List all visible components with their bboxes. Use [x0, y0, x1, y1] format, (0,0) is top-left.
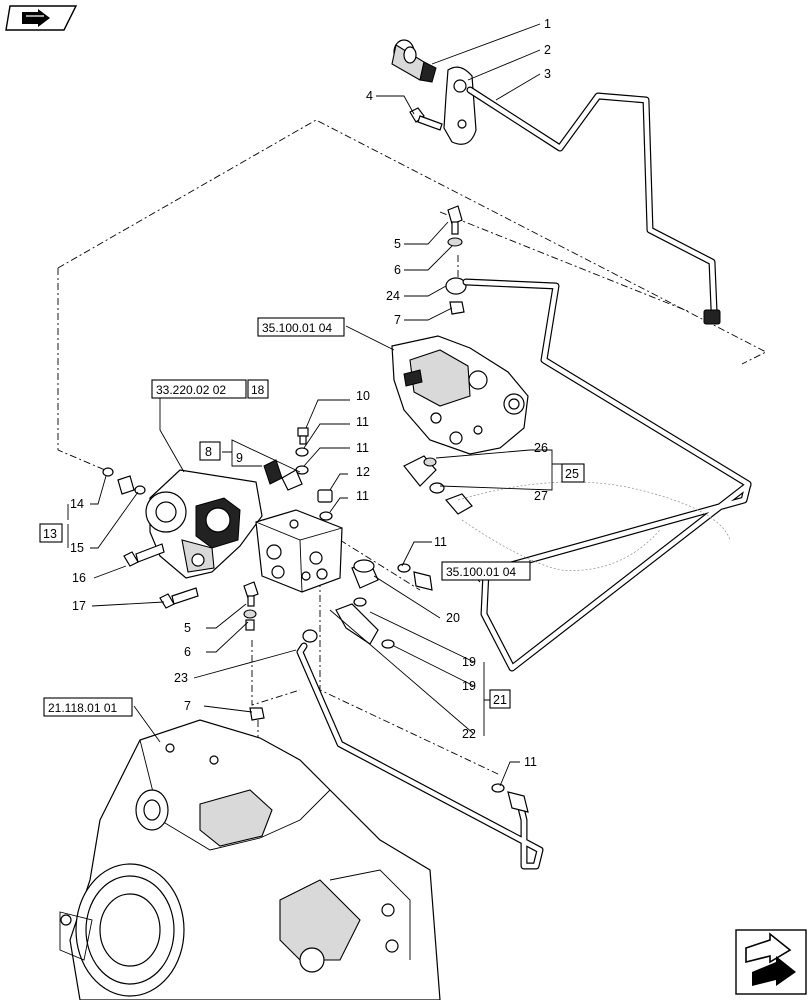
- callout-7: 7: [394, 313, 401, 327]
- valve-block: [255, 509, 343, 593]
- callout-7b: 7: [184, 699, 191, 713]
- callout-9: 9: [236, 451, 243, 465]
- callout-24: 24: [386, 289, 400, 303]
- hose-ghost: [457, 481, 731, 571]
- callout-10: 10: [356, 389, 370, 403]
- callout-27: 27: [534, 489, 548, 503]
- callout-6: 6: [394, 263, 401, 277]
- callout-11e: 11: [524, 755, 537, 769]
- callout-11d: 11: [434, 535, 447, 549]
- navigation-arrows-icon[interactable]: [735, 929, 807, 995]
- plug-part-10: [297, 427, 309, 445]
- fittings-part-14-15: [102, 467, 146, 495]
- banjo-fitting-part-24: [445, 277, 752, 672]
- elbow-fitting-part: [403, 455, 473, 515]
- svg-text:21.118.01 01: 21.118.01 01: [48, 701, 118, 715]
- tee-fitting-part-22: [335, 597, 395, 649]
- ref-box-valve-top[interactable]: 35.100.01 04: [257, 317, 345, 337]
- callout-14: 14: [70, 497, 84, 511]
- plug-part-12: [317, 489, 333, 521]
- callout-12: 12: [356, 465, 370, 479]
- group-box-13: 13: [39, 523, 63, 543]
- callout-17: 17: [72, 599, 86, 613]
- svg-text:35.100.01 04: 35.100.01 04: [262, 321, 332, 335]
- svg-text:35.100.01 04: 35.100.01 04: [446, 565, 516, 579]
- callout-labels: 1 2 3 4 5 6 24 7 10 11 11 26 9 12 11 14 …: [70, 17, 551, 769]
- ref-box-valve-mid[interactable]: 35.100.01 04: [441, 561, 531, 581]
- mounting-bracket-part: [443, 66, 477, 145]
- group-box-21: 21: [489, 689, 511, 709]
- callout-2: 2: [544, 43, 551, 57]
- cap-part-20: [351, 559, 379, 589]
- callout-23: 23: [174, 671, 188, 685]
- quick-coupler-part: [391, 39, 437, 83]
- bolt-part-4: [409, 107, 443, 131]
- svg-text:25: 25: [565, 467, 579, 481]
- nut-part-7-lower: [249, 707, 265, 721]
- callout-3: 3: [544, 67, 551, 81]
- ref-box-valve-left[interactable]: 33.220.02 02 18: [151, 379, 269, 399]
- callout-11b: 11: [356, 441, 369, 455]
- callout-6b: 6: [184, 645, 191, 659]
- fitting-part-11-mid: [397, 563, 433, 591]
- callout-1: 1: [544, 17, 551, 31]
- callout-26: 26: [534, 441, 548, 455]
- callout-19b: 19: [462, 679, 476, 693]
- callout-4: 4: [366, 89, 373, 103]
- svg-text:21: 21: [493, 693, 507, 707]
- svg-text:13: 13: [43, 527, 57, 541]
- washer-part-11a: [295, 447, 309, 475]
- washer-part-6-lower: [243, 609, 257, 631]
- callout-11a: 11: [356, 415, 369, 429]
- washer-part-6: [447, 237, 463, 247]
- check-valve-part-9: [263, 459, 303, 491]
- svg-text:33.220.02 02: 33.220.02 02: [156, 383, 226, 397]
- book-arrow-icon[interactable]: [5, 5, 78, 31]
- hydraulic-pipe-3: [466, 86, 721, 325]
- bolt-part-17: [159, 587, 199, 609]
- callout-5b: 5: [184, 621, 191, 635]
- control-valve-body: [391, 335, 529, 455]
- bolt-part-5-lower: [243, 581, 259, 607]
- fitting-part-11-lower: [491, 783, 529, 813]
- svg-text:8: 8: [205, 445, 212, 459]
- callout-15: 15: [70, 541, 84, 555]
- banjo-bolt-part-5: [447, 205, 463, 235]
- group-box-25: 25: [561, 463, 585, 483]
- ref-box-transmission[interactable]: 21.118.01 01: [43, 697, 133, 717]
- callout-11c: 11: [356, 489, 369, 503]
- callout-5: 5: [394, 237, 401, 251]
- nut-part-7-top: [449, 301, 465, 315]
- svg-text:18: 18: [251, 383, 265, 397]
- callout-20: 20: [446, 611, 460, 625]
- callout-22: 22: [462, 727, 476, 741]
- bolt-part-16: [123, 543, 165, 567]
- transmission-housing: [59, 719, 441, 1000]
- callout-19a: 19: [462, 655, 476, 669]
- solenoid-valve-assembly: [145, 469, 263, 579]
- callout-16: 16: [72, 571, 86, 585]
- banjo-part-23: [296, 629, 544, 870]
- group-box-8: 8: [199, 441, 221, 461]
